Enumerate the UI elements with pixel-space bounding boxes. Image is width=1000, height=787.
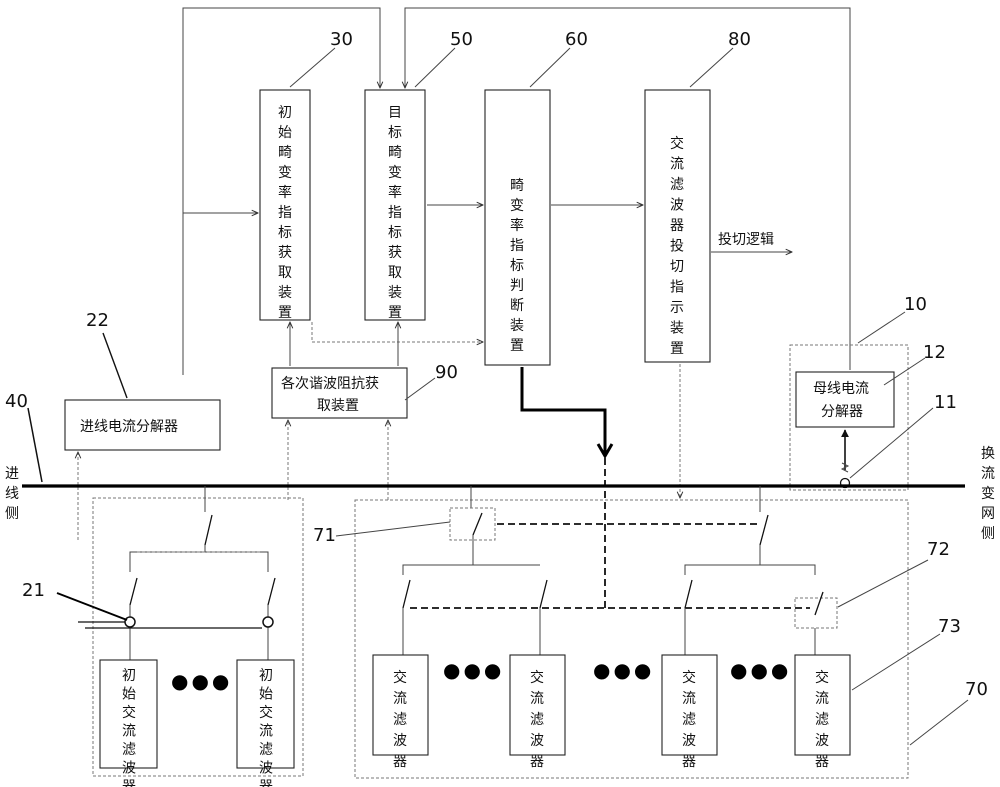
dotted-initial-to-judge: [311, 322, 483, 342]
judge-box: 畸变率指标判断装置: [484, 89, 551, 366]
target-index-text: 目标畸变率指标获取装置: [388, 105, 402, 321]
label-71: 71: [313, 525, 336, 546]
ac-filter-text-1: 交流滤波器: [393, 669, 407, 770]
ac-filter-text-4: 交流滤波器: [815, 669, 829, 770]
harmonic-impedance-box: 各次谐波阻抗获 取装置: [271, 367, 408, 419]
label-40: 40: [5, 391, 28, 412]
switch-72-box: [794, 597, 838, 629]
label-73: 73: [938, 616, 961, 637]
label-11: 11: [934, 392, 957, 413]
label-21-leader: [56, 592, 128, 621]
switch-71-box: [449, 507, 496, 541]
ellipsis-2: ●●●: [593, 658, 654, 682]
bus-decomposer-text-1: 母线电流: [813, 381, 869, 397]
left-main-switch: [204, 514, 213, 546]
target-index-box: 目标畸变率指标获取装置: [364, 89, 426, 321]
ac-filter-box-2: 交流滤波器: [509, 654, 566, 770]
sensor-coil: [840, 462, 850, 473]
judge-text: 畸变率指标判断装置: [510, 178, 524, 354]
filter-switch-indicator-text: 交流滤波器投切指示装置: [670, 135, 684, 357]
incoming-side-text: 进线侧: [5, 466, 19, 522]
label-10: 10: [904, 294, 927, 315]
label-70: 70: [965, 679, 988, 700]
ac-filter-text-2: 交流滤波器: [530, 669, 544, 770]
label-90: 90: [435, 362, 458, 383]
incoming-decomposer-box: 进线电流分解器: [64, 399, 221, 451]
initial-filter-group: [92, 497, 304, 777]
feedback-line-bus: [405, 7, 851, 370]
left-switch-a: [129, 577, 138, 606]
group-switch-right: [759, 514, 769, 546]
bus-decomposer-text-2: 分解器: [821, 404, 863, 420]
feedback-line-initial: [182, 7, 380, 375]
harmonic-impedance-text-1: 各次谐波阻抗获: [281, 376, 379, 392]
label-30: 30: [330, 29, 353, 50]
initial-filter-box-b: 初始交流滤波器: [236, 659, 295, 787]
label-60: 60: [565, 29, 588, 50]
ellipsis-3: ●●●: [730, 658, 791, 682]
ac-filter-box-3: 交流滤波器: [661, 654, 718, 770]
initial-index-box: 初始畸变率指标获取装置: [259, 89, 311, 321]
ellipsis-initial: ●●●: [171, 669, 232, 693]
ac-filter-group: [354, 499, 909, 779]
label-21: 21: [22, 580, 45, 601]
ellipsis-1: ●●●: [443, 658, 504, 682]
label-80: 80: [728, 29, 751, 50]
ac-filter-box-1: 交流滤波器: [372, 654, 429, 770]
bus-decomposer-box: 母线电流 分解器: [795, 371, 895, 428]
converter-grid-side-text: 换流变网侧: [981, 445, 995, 542]
initial-index-text: 初始畸变率指标获取装置: [278, 104, 292, 321]
label-22: 22: [86, 310, 109, 331]
ac-filter-text-3: 交流滤波器: [682, 669, 696, 770]
initial-filter-text-b: 初始交流滤波器: [259, 667, 273, 787]
ac-filter-box-4: 交流滤波器: [794, 654, 851, 770]
label-50: 50: [450, 29, 473, 50]
label-72: 72: [927, 539, 950, 560]
judge-output-line: [520, 367, 607, 455]
judge-output-arrowhead: [596, 443, 614, 459]
switch-logic-text: 投切逻辑: [718, 232, 774, 248]
ct-initial-a: [124, 616, 136, 628]
filter-switch-indicator-box: 交流滤波器投切指示装置: [644, 89, 711, 363]
left-split-bus: [129, 551, 269, 572]
ct-initial-b: [262, 616, 274, 628]
incoming-decomposer-text: 进线电流分解器: [80, 419, 178, 435]
initial-filter-box-a: 初始交流滤波器: [99, 659, 158, 787]
switch-71: [472, 512, 483, 536]
harmonic-impedance-text-2: 取装置: [317, 398, 359, 414]
label-12: 12: [923, 342, 946, 363]
initial-filter-text-a: 初始交流滤波器: [122, 667, 136, 787]
switch-72: [814, 591, 824, 616]
left-switch-b: [267, 577, 276, 606]
bus-sensor-group: [789, 344, 909, 491]
